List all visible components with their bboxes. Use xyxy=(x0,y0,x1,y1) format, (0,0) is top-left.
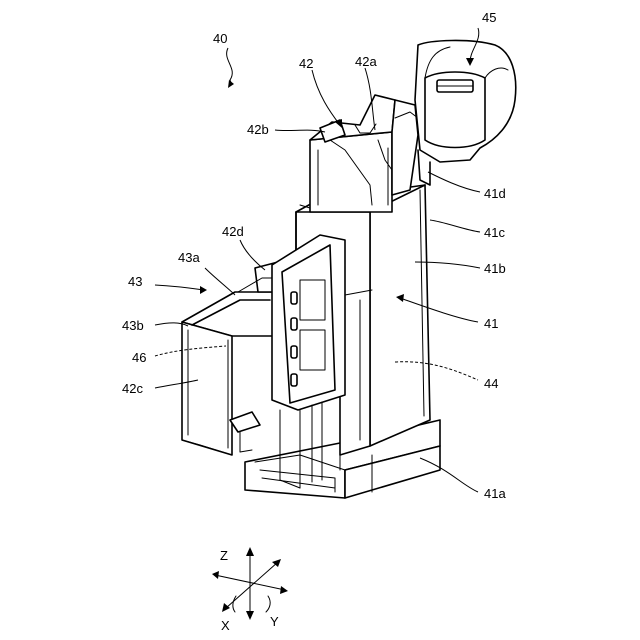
axes-indicator: Z X Y xyxy=(212,547,288,633)
axis-y-label: Y xyxy=(270,614,279,629)
label-43a: 43a xyxy=(178,250,200,265)
label-41b: 41b xyxy=(484,261,506,276)
label-42: 42 xyxy=(299,56,313,71)
label-41a: 41a xyxy=(484,486,506,501)
label-41d: 41d xyxy=(484,186,506,201)
label-44: 44 xyxy=(484,376,498,391)
label-41c: 41c xyxy=(484,225,505,240)
label-43: 43 xyxy=(128,274,142,289)
cap-45 xyxy=(415,40,516,185)
label-42b: 42b xyxy=(247,122,269,137)
label-41: 41 xyxy=(484,316,498,331)
label-46: 46 xyxy=(132,350,146,365)
upper-block-42 xyxy=(310,95,418,212)
axis-z-label: Z xyxy=(220,548,228,563)
axis-x-label: X xyxy=(221,618,230,633)
label-45: 45 xyxy=(482,10,496,25)
label-42d: 42d xyxy=(222,224,244,239)
label-42c: 42c xyxy=(122,381,143,396)
label-40: 40 xyxy=(213,31,227,46)
label-43b: 43b xyxy=(122,318,144,333)
label-42a: 42a xyxy=(355,54,377,69)
